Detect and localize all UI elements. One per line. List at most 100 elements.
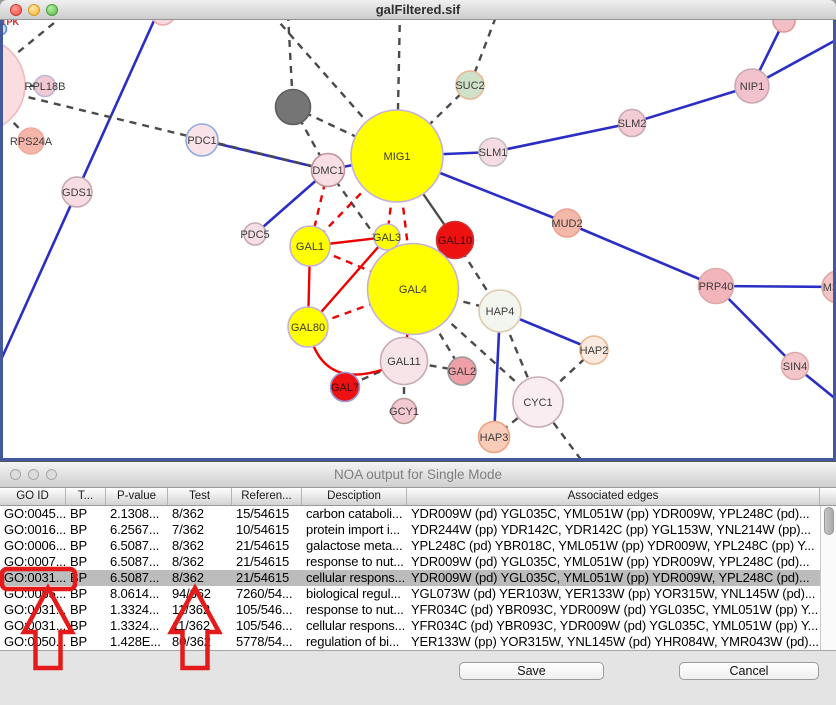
graph-node-GAL10[interactable] [435, 220, 475, 260]
graph-node-HAP2[interactable] [579, 335, 609, 365]
graph-node-SLM2[interactable] [617, 108, 647, 138]
graph-node-MUD2[interactable] [552, 208, 582, 238]
graph-node-label-CYC1: CYC1 [523, 397, 552, 409]
graph-node-big-left[interactable] [0, 38, 26, 132]
graph-node-SUC2[interactable] [455, 70, 485, 100]
cell: GO:0045... [4, 506, 66, 521]
graph-node-GDS1[interactable] [61, 176, 93, 208]
graph-node-label-HAP4: HAP4 [486, 306, 515, 318]
graph-node-DMC1[interactable] [310, 152, 346, 188]
graph-node-RPL18B[interactable] [33, 74, 57, 98]
column-header-test[interactable]: Test [168, 488, 232, 505]
cell: YPL248C (pd) YBR018C, YML051W (pp) YDR00… [411, 538, 815, 553]
cell: 21/54615 [236, 554, 290, 569]
graph-node-SIN4[interactable] [780, 351, 810, 381]
vertical-scrollbar[interactable] [820, 506, 836, 650]
graph-node-label-MIG1: MIG1 [384, 151, 411, 163]
graph-node-PDC5[interactable] [243, 222, 267, 246]
graph-node-label-GAL7: GAL7 [331, 382, 359, 394]
graph-edge-SLM2-NIP1 [631, 84, 753, 125]
graph-node-PDC1[interactable] [185, 123, 219, 157]
cell: 1.3324... [110, 618, 160, 633]
graph-node-GAL7[interactable] [329, 371, 361, 403]
network-window-titlebar[interactable]: galFiltered.sif [0, 0, 836, 20]
cell: YDR244W (pp) YDR142C, YDR142C (pp) YGL15… [411, 522, 811, 537]
graph-node-GCY1[interactable] [390, 397, 418, 425]
graph-node-GAL1[interactable] [289, 225, 331, 267]
column-header-associatededges[interactable]: Associated edges [407, 488, 820, 505]
graph-node-top-a[interactable] [150, 0, 176, 26]
graph-node-MIG1[interactable] [350, 109, 444, 203]
cell: carbon cataboli... [306, 506, 403, 521]
minimize-button-inactive[interactable] [28, 469, 39, 480]
graph-node-HAP3[interactable] [477, 420, 511, 454]
graph-node-HAP4[interactable] [478, 289, 522, 333]
minimize-button[interactable] [28, 4, 40, 16]
graph-edge-MIG1-GAL1 [309, 155, 398, 247]
cell: 1.428E... [110, 634, 161, 649]
graph-node-GAL3[interactable] [373, 223, 401, 251]
graph-node-GAL4[interactable] [366, 242, 460, 336]
graph-node-gray-node[interactable] [274, 88, 312, 126]
cell: 21/54615 [236, 570, 290, 585]
graph-node-top-b[interactable] [772, 9, 796, 33]
zoom-button[interactable] [46, 4, 58, 16]
column-header-t[interactable]: T... [66, 488, 106, 505]
graph-node-label-DMC1: DMC1 [312, 165, 343, 177]
cell: GO:0031... [4, 618, 66, 633]
cell: YFR034C (pd) YBR093C, YDR009W (pd) YGL03… [411, 602, 819, 617]
graph-node-GAL80[interactable] [287, 306, 329, 348]
canvas-focus-border [0, 458, 836, 461]
zoom-button-inactive[interactable] [46, 469, 57, 480]
cell: 6.5087... [110, 554, 160, 569]
close-button[interactable] [10, 4, 22, 16]
cell: 6.2567... [110, 522, 160, 537]
column-header-goid[interactable]: GO ID [0, 488, 66, 505]
cell: 2.1308... [110, 506, 160, 521]
graph-node-MSN5[interactable] [821, 270, 836, 304]
graph-node-label-SLM2: SLM2 [618, 118, 647, 130]
cell: response to nut... [306, 554, 404, 569]
cell: BP [70, 506, 88, 521]
column-header-desciption[interactable]: Desciption [302, 488, 407, 505]
graph-node-RPS24A[interactable] [17, 127, 45, 155]
cell: YDR009W (pd) YGL035C, YML051W (pp) YDR00… [411, 554, 810, 569]
graph-node-label-GDS1: GDS1 [62, 187, 92, 199]
graph-node-NIP1[interactable] [734, 68, 770, 104]
graph-node-CYC1[interactable] [512, 376, 564, 428]
graph-node-label-MSN5: MSN5 [823, 282, 836, 294]
cell: 105/546... [236, 618, 293, 633]
save-button[interactable]: Save [459, 662, 604, 680]
column-header-referen[interactable]: Referen... [232, 488, 302, 505]
cell: BP [70, 586, 88, 601]
cell: 7260/54... [236, 586, 293, 601]
cell: 11/362 [172, 618, 210, 633]
cell: 105/546... [236, 602, 293, 617]
scrollbar-thumb[interactable] [823, 507, 834, 535]
cell: cellular respons... [306, 618, 406, 633]
noa-window-titlebar[interactable]: NOA output for Single Mode [0, 462, 836, 488]
graph-node-GAL11[interactable] [379, 336, 429, 386]
cell: 11/362 [172, 602, 210, 617]
cell: GO:0031... [4, 570, 66, 585]
graph-node-PRP40[interactable] [697, 267, 735, 305]
cell: GO:0031... [4, 602, 66, 617]
graph-node-GAL2[interactable] [447, 356, 477, 386]
cancel-button[interactable]: Cancel [679, 662, 819, 680]
graph-node-label-RPL18B: RPL18B [25, 81, 66, 93]
cell: BP [70, 538, 88, 553]
graph-node-SLM1[interactable] [478, 137, 508, 167]
graph-edge-big-left-65,14 [0, 13, 66, 69]
close-button-inactive[interactable] [10, 469, 21, 480]
column-header-pvalue[interactable]: P-value [106, 488, 168, 505]
